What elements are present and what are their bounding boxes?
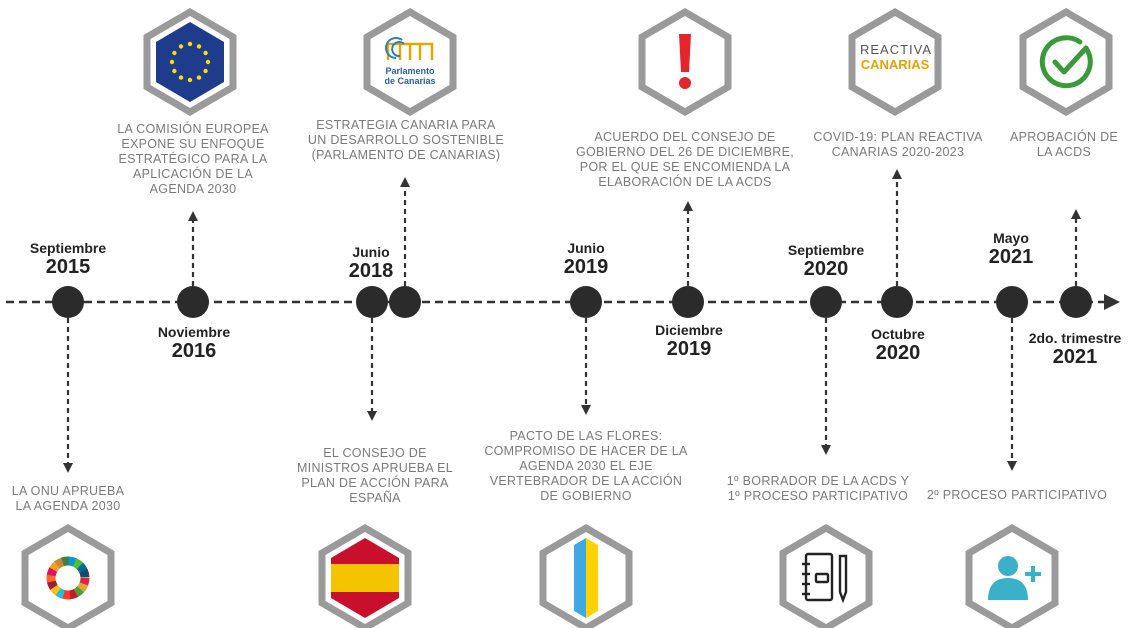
desc-borrador: 1º BORRADOR DE LA ACDS Y 1º PROCESO PART… — [718, 474, 918, 504]
date-year: 2021 — [988, 246, 1034, 268]
desc-line: GOBIERNO DEL 26 DE DICIEMBRE, — [575, 145, 794, 159]
date-year: 2019 — [666, 338, 712, 360]
desc-line: UN DESARROLLO SOSTENIBLE — [307, 133, 505, 147]
desc-line: PLAN DE ACCIÓN PARA — [301, 476, 449, 490]
dot-nov2016 — [177, 286, 209, 318]
desc-line: PACTO DE LAS FLORES: — [509, 429, 663, 443]
sdg-wheel-icon — [21, 523, 115, 628]
dot-jun2019 — [570, 286, 602, 318]
reactiva-logo-icon — [848, 7, 942, 117]
date-month: 2do. trimestre — [1028, 330, 1122, 346]
desc-line: ACUERDO DEL CONSEJO DE — [594, 130, 776, 144]
dot-t2_2021 — [1060, 286, 1092, 318]
date-nov2016: Noviembre 2016 — [148, 324, 240, 363]
desc-aprobacion: APROBACIÓN DE LA ACDS — [1006, 130, 1122, 160]
date-month: Septiembre — [787, 242, 865, 258]
parlamento-logo-icon — [363, 7, 457, 117]
desc-onu: LA ONU APRUEBA LA AGENDA 2030 — [0, 484, 136, 514]
desc-line: 2º PROCESO PARTICIPATIVO — [926, 488, 1108, 502]
dot-jun2018-b — [389, 286, 421, 318]
desc-estrategia: ESTRATEGIA CANARIA PARA UN DESARROLLO SO… — [300, 118, 512, 163]
reactiva-logo-text: REACTIVA CANARIAS — [860, 42, 933, 72]
desc-line: 1º BORRADOR DE LA ACDS Y — [726, 474, 910, 488]
date-oct2020: Octubre 2020 — [852, 326, 944, 365]
parlamento-logo-text: Parlamento de Canarias — [381, 66, 439, 86]
desc-line: MINISTROS APRUEBA EL — [296, 461, 454, 475]
date-month: Mayo — [993, 230, 1029, 246]
date-month: Diciembre — [655, 322, 723, 338]
desc-proceso2: 2º PROCESO PARTICIPATIVO — [922, 488, 1112, 503]
dot-sep2015 — [52, 286, 84, 318]
desc-line: ESTRATÉGICO PARA LA — [118, 152, 268, 166]
desc-line: LA ONU APRUEBA — [11, 484, 125, 498]
dot-sep2020 — [810, 286, 842, 318]
desc-line: AGENDA 2030 — [149, 182, 237, 196]
eu-flag-icon — [143, 7, 237, 117]
reactiva-line-2: CANARIAS — [860, 57, 930, 72]
dot-oct2020 — [881, 286, 913, 318]
date-year: 2016 — [171, 340, 217, 362]
add-person-icon — [965, 523, 1059, 628]
desc-line: AGENDA 2030 EL EJE — [519, 459, 653, 473]
desc-line: LA COMISIÓN EUROPEA — [117, 122, 269, 136]
desc-line: VERTEBRADOR DE LA ACCIÓN — [489, 474, 683, 488]
parlamento-line-2: de Canarias — [384, 76, 436, 86]
desc-line: (PARLAMENTO DE CANARIAS) — [311, 148, 501, 162]
date-month: Junio — [352, 244, 390, 260]
reactiva-line-1: REACTIVA — [860, 42, 933, 57]
desc-line: EXPONE SU ENFOQUE — [121, 137, 265, 151]
date-sep2015: Septiembre 2015 — [22, 240, 114, 279]
date-year: 2018 — [348, 260, 394, 282]
date-month: Noviembre — [157, 324, 231, 340]
dot-jun2018-a — [356, 286, 388, 318]
date-may2021: Mayo 2021 — [976, 230, 1046, 269]
date-year: 2015 — [45, 256, 91, 278]
desc-line: CANARIAS 2020-2023 — [831, 145, 965, 159]
desc-line: ELABORACIÓN DE LA ACDS — [598, 175, 772, 189]
desc-line: APLICACIÓN DE LA — [132, 167, 254, 181]
date-t2_2021: 2do. trimestre 2021 — [1024, 330, 1126, 369]
desc-covid: COVID-19: PLAN REACTIVA CANARIAS 2020-20… — [806, 130, 990, 160]
desc-line: ESPAÑA — [349, 491, 401, 505]
alert-icon — [638, 7, 732, 117]
desc-line: POR EL QUE SE ENCOMIENDA LA — [579, 160, 791, 174]
date-sep2020: Septiembre 2020 — [780, 242, 872, 281]
desc-line: LA ACDS — [1036, 145, 1092, 159]
date-year: 2019 — [563, 256, 609, 278]
date-month: Junio — [567, 240, 605, 256]
desc-consejo: EL CONSEJO DE MINISTROS APRUEBA EL PLAN … — [290, 446, 460, 506]
canarias-flag-icon — [539, 523, 633, 628]
desc-line: EL CONSEJO DE — [323, 446, 427, 460]
check-icon — [1019, 7, 1113, 117]
notebook-pen-icon — [779, 523, 873, 628]
date-month: Octubre — [871, 326, 925, 342]
desc-pacto: PACTO DE LAS FLORES: COMPROMISO DE HACER… — [480, 429, 692, 504]
date-dic2019: Diciembre 2019 — [643, 322, 735, 361]
parlamento-line-1: Parlamento — [385, 66, 435, 76]
spain-flag-icon — [318, 523, 412, 628]
desc-line: LA AGENDA 2030 — [15, 499, 121, 513]
date-year: 2020 — [803, 258, 849, 280]
desc-eu: LA COMISIÓN EUROPEA EXPONE SU ENFOQUE ES… — [103, 122, 283, 197]
desc-acuerdo: ACUERDO DEL CONSEJO DE GOBIERNO DEL 26 D… — [574, 130, 796, 190]
desc-line: COMPROMISO DE HACER DE LA — [484, 444, 688, 458]
date-year: 2021 — [1052, 346, 1098, 368]
date-year: 2020 — [875, 342, 921, 364]
date-jun2019: Junio 2019 — [551, 240, 621, 279]
timeline-arrowhead — [1104, 294, 1120, 310]
dot-dic2019 — [672, 286, 704, 318]
desc-line: COVID-19: PLAN REACTIVA — [813, 130, 983, 144]
date-jun2018: Junio 2018 — [336, 244, 406, 283]
dot-may2021 — [996, 286, 1028, 318]
desc-line: 1º PROCESO PARTICIPATIVO — [727, 489, 909, 503]
desc-line: ESTRATEGIA CANARIA PARA — [316, 118, 496, 132]
desc-line: APROBACIÓN DE — [1009, 130, 1119, 144]
date-month: Septiembre — [29, 240, 107, 256]
desc-line: DE GOBIERNO — [540, 489, 632, 503]
